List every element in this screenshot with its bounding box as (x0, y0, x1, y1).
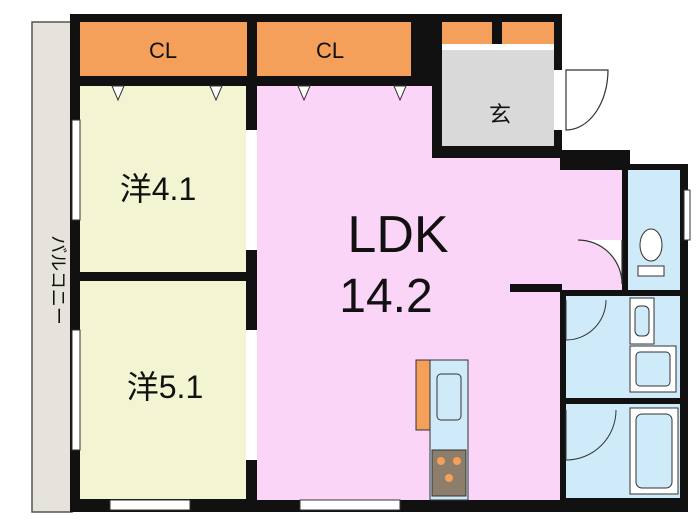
window-left-bottom (71, 329, 81, 451)
closet-right (257, 22, 411, 76)
stove-icon (431, 449, 467, 497)
washroom-door-swing-icon (565, 299, 607, 341)
wet-block-wall-bottom (560, 498, 688, 512)
window-left-top (71, 119, 81, 221)
window-bottom-left (109, 499, 191, 511)
western-room-bottom (80, 281, 246, 499)
washing-machine-icon (629, 345, 677, 393)
balcony (31, 21, 73, 513)
window-toilet (683, 189, 691, 241)
entrance-door-swing-icon (565, 69, 609, 131)
washbasin-icon (629, 297, 655, 345)
closet-door-marks (111, 85, 407, 102)
ldk-door-strip-top (246, 130, 257, 250)
kitchen-sink-icon (436, 373, 462, 421)
wall-stub (510, 284, 562, 292)
ldk-name-label: LDK (347, 206, 448, 264)
room-divider (80, 272, 246, 281)
closet-right-label: CL (316, 38, 344, 63)
entrance-step (442, 44, 554, 50)
ldk-door-strip-bottom (246, 330, 257, 460)
bathtub-icon (629, 407, 679, 495)
western-bottom-label: 洋5.1 (127, 369, 204, 405)
toilet-icon (637, 228, 665, 277)
window-bottom-ldk (299, 499, 401, 511)
wet-block-wall (622, 164, 686, 170)
bath-partition (560, 398, 684, 404)
entrance-label: 玄 (489, 102, 511, 127)
western-room-top (80, 86, 246, 272)
shoe-closet-b (502, 22, 554, 44)
toilet-partition (622, 164, 628, 294)
closet-left-label: CL (149, 38, 177, 63)
entrance-area (442, 50, 554, 146)
shoe-closet-a (442, 22, 492, 44)
ldk-divider (246, 86, 257, 500)
wet-block-wall-right (680, 164, 688, 504)
closet-left (80, 22, 247, 76)
toilet-door-swing-icon (577, 239, 623, 285)
balcony-label: バルコニー (48, 235, 68, 325)
bathroom-door-swing-icon (565, 409, 617, 461)
ldk-size-label: 14.2 (339, 270, 432, 323)
kitchen-counter-side (415, 359, 431, 431)
ldk-room (257, 86, 622, 500)
washroom-top-wall (560, 290, 684, 296)
western-top-label: 洋4.1 (120, 171, 197, 207)
